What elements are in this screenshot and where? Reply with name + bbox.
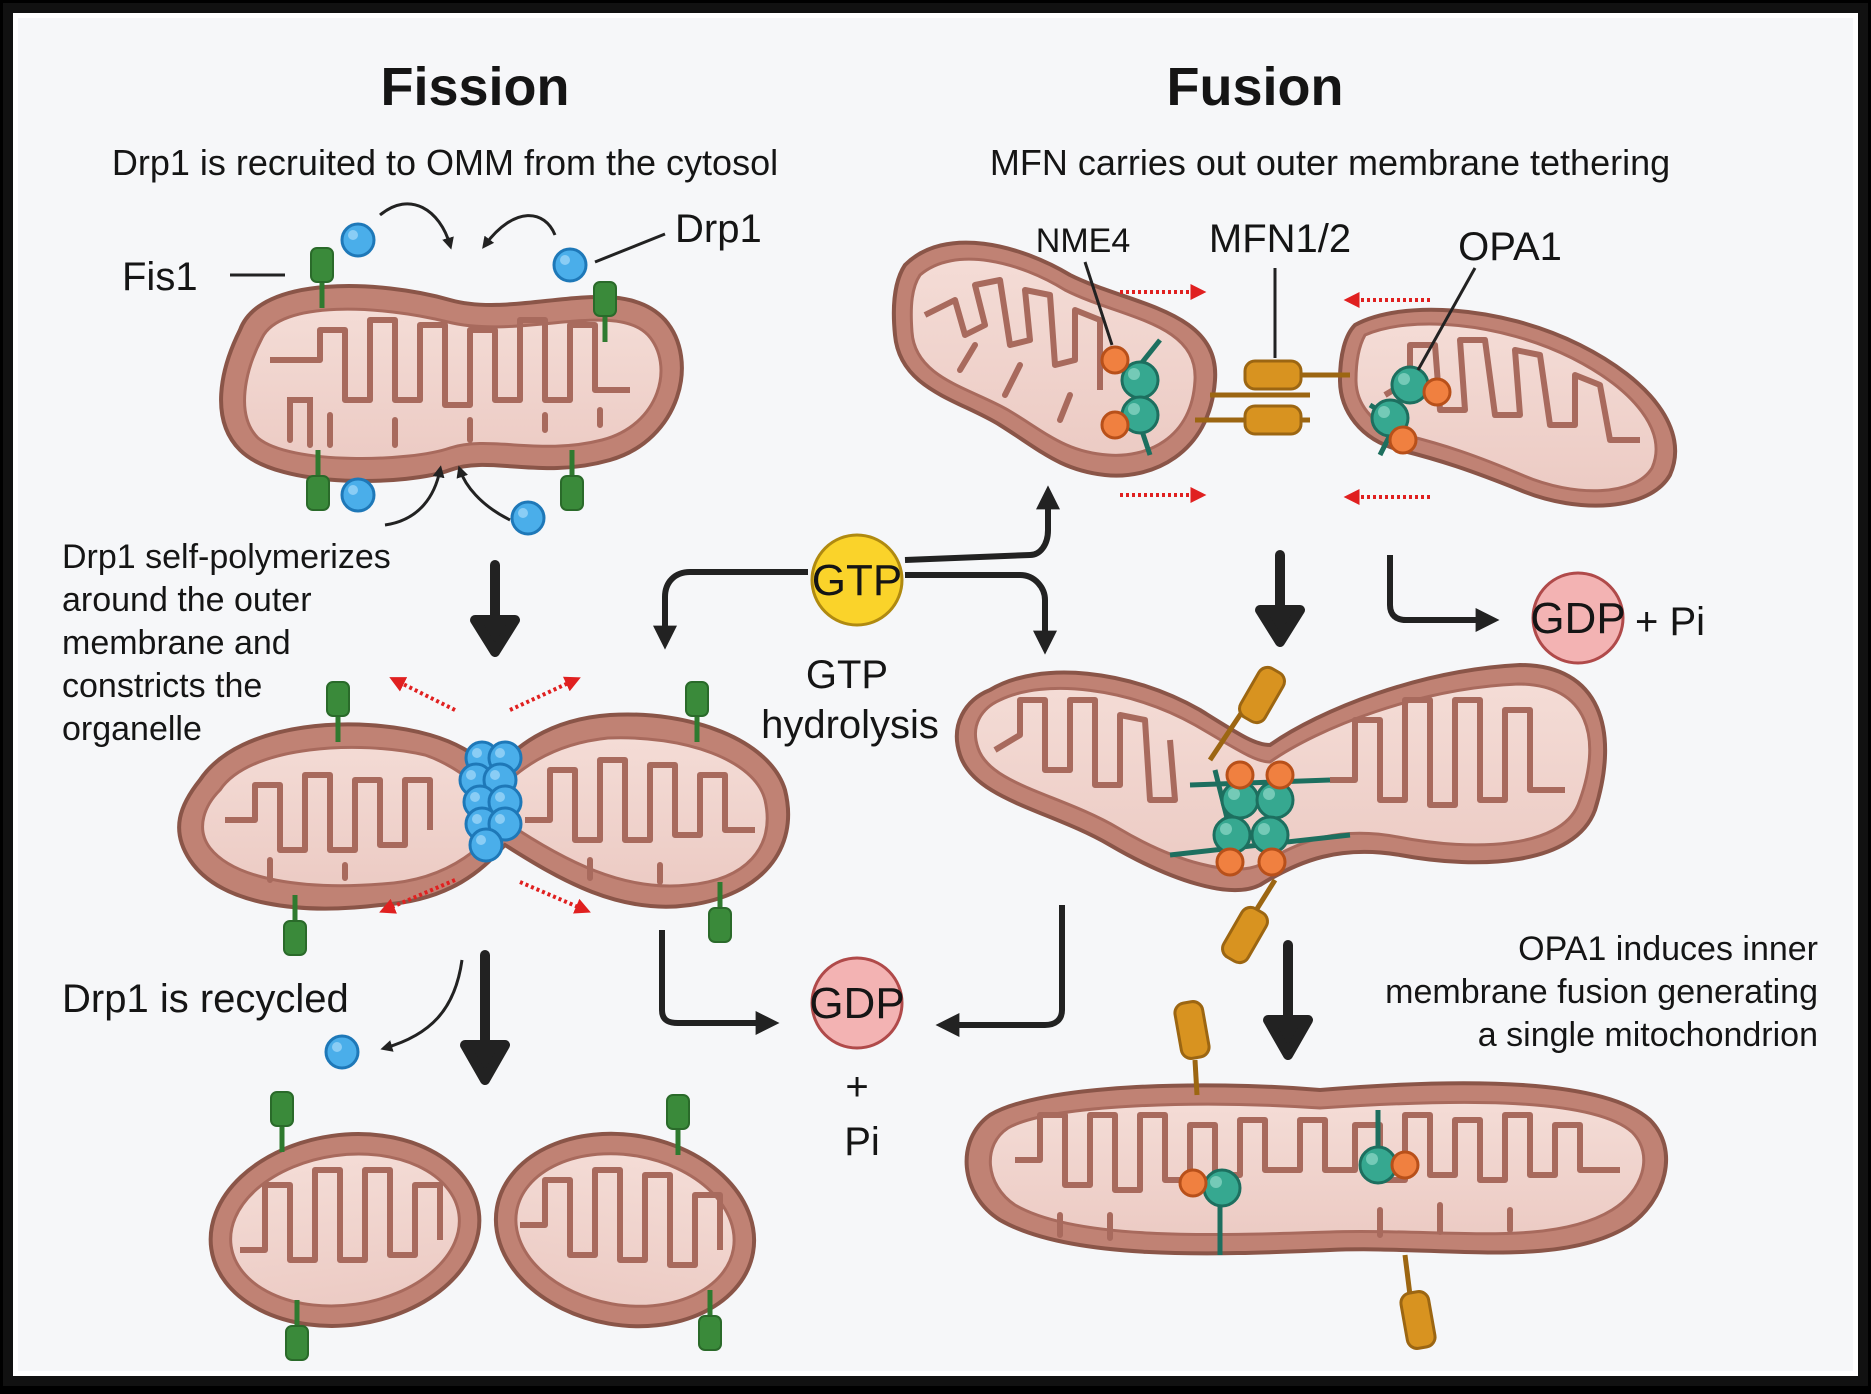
- plus-pi-right: + Pi: [1635, 600, 1705, 644]
- fission-step2-line: around the outer: [62, 581, 312, 619]
- mfn-tether: [1195, 359, 1350, 436]
- daughter-mitochondrion-right: [493, 1131, 757, 1329]
- red-tethering-arrows: [1120, 284, 1430, 505]
- fusion-step1-caption: MFN carries out outer membrane tethering: [990, 142, 1670, 183]
- fission-step2-line: Drp1 self-polymerizes: [62, 538, 391, 576]
- drp1-protein: [510, 500, 546, 536]
- fission-step2-line: organelle: [62, 710, 202, 748]
- fusion-step3-line: membrane fusion generating: [1385, 973, 1818, 1011]
- flow-arrow-down: [1255, 550, 1305, 647]
- gtp-arrow-to-tethering: [904, 485, 1060, 563]
- recycle-arrow: [380, 959, 464, 1052]
- fusion-title: Fusion: [1167, 57, 1344, 117]
- fission-step1-caption: Drp1 is recruited to OMM from the cytoso…: [112, 142, 778, 183]
- nme4-marker: [1215, 847, 1245, 877]
- recruit-arrow: [379, 202, 454, 250]
- recruit-arrow: [456, 465, 511, 522]
- gtp-arrow-to-fusion: [905, 572, 1057, 655]
- nme4-marker: [1100, 410, 1130, 440]
- gtp-arrow-to-fission: [653, 569, 808, 650]
- fission-step2-line: constricts the: [62, 667, 262, 705]
- nme4-marker: [1225, 760, 1255, 790]
- fusion-to-gdp-right-arrow: [1387, 555, 1500, 632]
- gtp-label: GTP: [812, 556, 902, 605]
- fission-step3-caption: Drp1 is recycled: [62, 977, 349, 1021]
- fis1-label: Fis1: [122, 255, 198, 299]
- gtp-circle: [810, 533, 904, 627]
- opa1-leader: [1416, 267, 1477, 371]
- mfn-label: MFN1/2: [1209, 217, 1351, 261]
- mfn-tether: [1171, 998, 1439, 1352]
- nme4-marker: [1178, 1168, 1208, 1198]
- gdp-circle: [810, 956, 904, 1050]
- gdp-right-circle: [1531, 571, 1625, 665]
- recruit-arrow: [384, 465, 445, 527]
- drp1-label: Drp1: [675, 207, 762, 251]
- gtp-hydrolysis-line: hydrolysis: [761, 703, 939, 747]
- opa1-label: OPA1: [1458, 225, 1562, 269]
- nme4-marker: [1390, 1150, 1420, 1180]
- nme4-marker: [1422, 377, 1452, 407]
- recruit-arrow: [482, 214, 557, 249]
- gdp-label: GDP: [809, 979, 904, 1028]
- fused-mitochondrion: [964, 1081, 1668, 1256]
- fission-mitochondrion-1: [219, 284, 684, 484]
- drp1-protein: [340, 222, 376, 258]
- fission-step2-line: membrane and: [62, 624, 291, 662]
- drp1-protein: [340, 477, 376, 513]
- nme4-label: NME4: [1036, 222, 1130, 260]
- fusion-step3-line: OPA1 induces inner: [1518, 930, 1818, 968]
- drp1-leader: [594, 232, 666, 264]
- nme4-marker: [1265, 760, 1295, 790]
- drp1-protein: [324, 1034, 360, 1070]
- flow-arrow-down: [470, 560, 520, 657]
- flow-arrow-down: [1263, 940, 1313, 1060]
- fission-title: Fission: [380, 57, 569, 117]
- fusion-to-gdp-arrow: [935, 905, 1065, 1037]
- opa1-complex: [1202, 1110, 1398, 1255]
- pi-label: Pi: [844, 1120, 880, 1164]
- mfn-tether: [1207, 662, 1290, 968]
- plus-sign: +: [845, 1065, 868, 1109]
- daughter-mitochondrion-left: [208, 1132, 482, 1328]
- drp1-protein: [552, 247, 588, 283]
- nme4-leader: [1083, 261, 1114, 346]
- fusion-step3-line: a single mitochondrion: [1478, 1016, 1818, 1054]
- gtp-hydrolysis-line: GTP: [806, 653, 888, 697]
- flow-arrow-down: [460, 950, 510, 1085]
- nme4-marker: [1100, 345, 1130, 375]
- nme4-marker: [1388, 425, 1418, 455]
- nme4-marker: [1257, 847, 1287, 877]
- red-constriction-arrows: [379, 676, 591, 914]
- gdp-right-label: GDP: [1530, 594, 1625, 643]
- fission-to-gdp-arrow: [659, 930, 780, 1035]
